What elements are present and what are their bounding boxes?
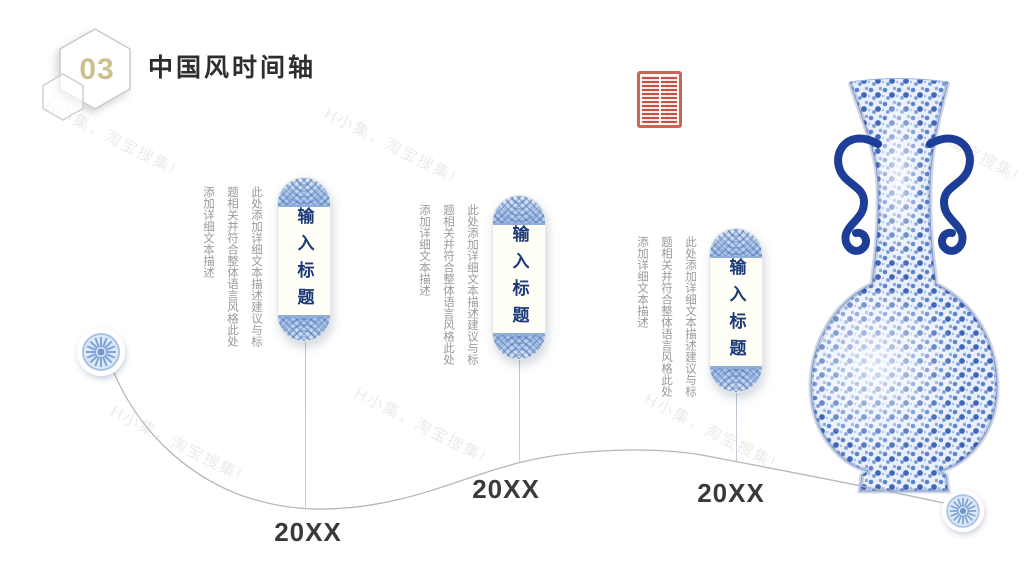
timeline-item-2-year[interactable]: 20XX <box>472 474 540 504</box>
timeline-item-2-title-pill[interactable]: 输入标题 <box>492 195 546 360</box>
vase-left-handle <box>834 134 882 255</box>
timeline-connector <box>519 350 520 462</box>
hexagon-badge-icon <box>42 28 131 121</box>
timeline-start-ornament-icon <box>77 328 125 376</box>
seal-stamp-icon <box>637 71 682 128</box>
seal-glyph <box>642 76 659 99</box>
timeline-item-1-title-pill[interactable]: 输入标题 <box>277 177 331 342</box>
seal-glyph <box>660 100 677 123</box>
timeline-connector <box>305 342 306 508</box>
porcelain-vase-image <box>808 78 1000 494</box>
seal-glyph <box>642 100 659 123</box>
page-title[interactable]: 中国风时间轴 <box>148 54 317 82</box>
timeline-item-3-description[interactable]: 此处添加详细文本描述建议与标题相关并符合整体语言风格此处添加详细文本描述 <box>636 236 696 397</box>
section-number: 03 <box>79 53 115 86</box>
timeline-item-2-description[interactable]: 此处添加详细文本描述建议与标题相关并符合整体语言风格此处添加详细文本描述 <box>418 204 478 365</box>
item-title[interactable]: 输入标题 <box>726 258 746 366</box>
timeline-item-3-title-pill[interactable]: 输入标题 <box>709 228 763 393</box>
timeline-item-3-year[interactable]: 20XX <box>697 478 765 508</box>
seal-glyph <box>660 76 677 99</box>
vase-right-handle <box>926 134 974 255</box>
item-title[interactable]: 输入标题 <box>509 225 529 333</box>
timeline-item-1-description[interactable]: 此处添加详细文本描述建议与标题相关并符合整体语言风格此处添加详细文本描述 <box>202 186 262 347</box>
timeline-item-1-year[interactable]: 20XX <box>274 517 342 547</box>
timeline-connector <box>736 388 737 461</box>
item-title[interactable]: 输入标题 <box>294 207 314 315</box>
timeline-end-ornament-icon <box>941 489 985 533</box>
